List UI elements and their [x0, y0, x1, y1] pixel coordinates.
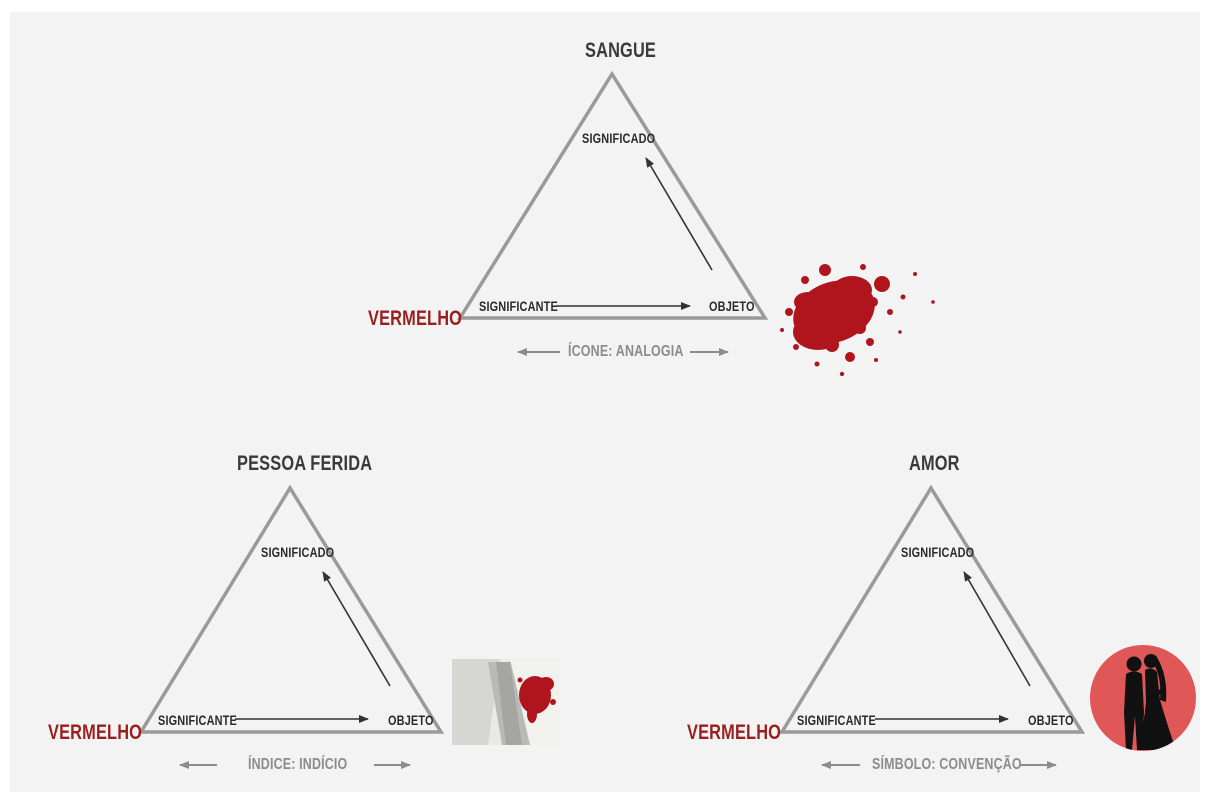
- diagram-title-pessoa-ferida: PESSOA FERIDA: [237, 452, 373, 475]
- triangle-shape: [137, 484, 445, 734]
- node-significante: SIGNIFICANTE: [797, 712, 876, 728]
- caption-simbolo: SÍMBOLO: CONVENÇÃO: [872, 756, 1022, 773]
- bloodstained-shirt-image: [452, 659, 560, 745]
- caption-icone: ÍCONE: ANALOGIA: [568, 343, 684, 360]
- diagram-title-sangue: SANGUE: [585, 39, 657, 62]
- triangle-shape: [778, 484, 1086, 734]
- diagram-title-amor: AMOR: [909, 452, 960, 475]
- objeto-to-significado-arrow: [322, 571, 391, 687]
- node-objeto: OBJETO: [388, 712, 434, 728]
- node-significante: SIGNIFICANTE: [479, 298, 558, 314]
- caption-indice: ÍNDICE: INDÍCIO: [248, 756, 348, 773]
- node-significante: SIGNIFICANTE: [158, 712, 237, 728]
- objeto-to-significado-arrow: [645, 157, 713, 271]
- triangle-amor: [778, 484, 1086, 769]
- signifier-vermelho: VERMELHO: [687, 721, 782, 744]
- node-significado: SIGNIFICADO: [261, 544, 335, 560]
- triangle-pessoa-ferida: [137, 484, 445, 769]
- diagram-canvas: SANGUE SIGNIFICADO SIGNIFICANTE OBJETO V…: [10, 12, 1200, 792]
- node-objeto: OBJETO: [1028, 712, 1074, 728]
- objeto-to-significado-arrow: [963, 571, 1031, 687]
- diagram-graphics: [137, 70, 1196, 769]
- node-significado: SIGNIFICADO: [582, 130, 656, 146]
- node-significado: SIGNIFICADO: [901, 544, 975, 560]
- blood-splatter-image: [780, 264, 935, 377]
- couple-silhouette-image: [1090, 645, 1196, 751]
- triangle-shape: [456, 70, 769, 320]
- signifier-vermelho: VERMELHO: [368, 307, 463, 330]
- node-objeto: OBJETO: [709, 298, 755, 314]
- signifier-vermelho: VERMELHO: [48, 721, 143, 744]
- triangle-sangue: [456, 70, 769, 356]
